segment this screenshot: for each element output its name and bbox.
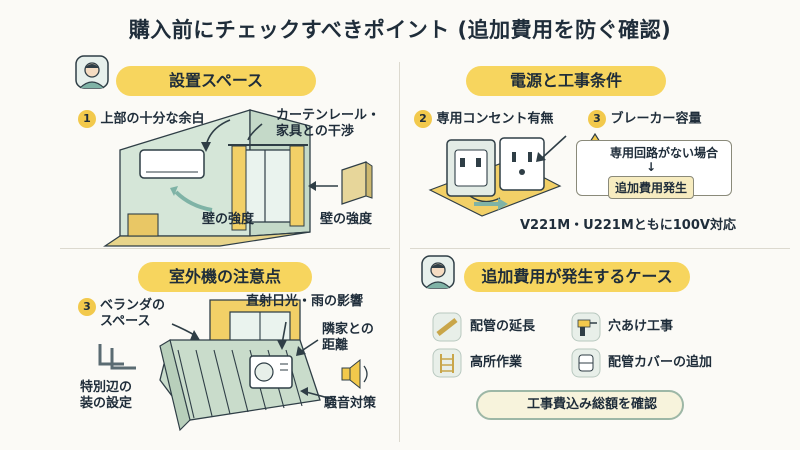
right-horizontal-divider: [410, 248, 790, 249]
extra-cost-badge: 追加費用発生: [608, 176, 695, 199]
speaker-icon: [341, 358, 368, 390]
point-number-2: 2: [414, 110, 432, 128]
page-title: 購入前にチェックすべきポイント (追加費用を防ぐ確認): [128, 18, 672, 42]
pipe-icon: [432, 312, 462, 342]
case-item-high-work: 高所作業: [470, 355, 523, 370]
point-2-label: 2 専用コンセント有無: [414, 110, 554, 128]
drill-icon: [571, 312, 601, 342]
special-setting-label: 特別辺の 装の設定: [80, 380, 133, 411]
point-3-outdoor-label: 3: [78, 298, 96, 316]
sunlight-label: 直射日光・雨の影響: [246, 294, 364, 309]
noise-label: 騒音対策: [324, 396, 377, 411]
point-number-3-outdoor: 3: [78, 298, 96, 316]
case-item-drilling: 穴あけ工事: [608, 319, 674, 334]
point-1-label: 1 上部の十分な余白: [78, 110, 205, 128]
section-heading-cases: 追加費用が発生するケース: [464, 262, 690, 292]
point-3-label: 3 ブレーカー容量: [588, 110, 702, 128]
section-heading-power: 電源と工事条件: [466, 66, 666, 96]
curtain-label: カーテンレール・ 家具との干渉: [276, 108, 381, 139]
person-avatar-right-icon: [421, 255, 455, 289]
ladder-icon: [432, 348, 462, 378]
section-heading-space: 設置スペース: [116, 66, 316, 96]
vertical-divider: [399, 62, 400, 442]
outlet-label: 専用コンセント有無: [436, 111, 554, 127]
section-heading-outdoor: 室外機の注意点: [138, 262, 312, 292]
balcony-illustration: [159, 299, 337, 432]
pipe-cover-icon: [571, 348, 601, 378]
breaker-label: ブレーカー容量: [610, 111, 702, 127]
room-illustration: [103, 109, 338, 247]
neighbor-label: 隣家との 距離: [322, 322, 374, 353]
confirm-total-cost-badge: 工事費込み総額を確認: [476, 390, 684, 420]
outlet-illustration: [428, 135, 567, 217]
warning-down-arrow: ↓: [646, 160, 657, 174]
space-margin-label: 上部の十分な余白: [100, 111, 205, 127]
wall-strength-label-1: 壁の強度: [202, 212, 255, 227]
person-avatar-icon: [75, 55, 109, 89]
no-circuit-label: 専用回路がない場合: [610, 146, 719, 160]
wall-sample-icon: [341, 161, 373, 205]
point-number-3: 3: [588, 110, 606, 128]
point-number-1: 1: [78, 110, 96, 128]
veranda-label: ベランダの スペース: [100, 298, 166, 329]
left-horizontal-divider: [60, 248, 390, 249]
bracket-icon: [98, 344, 136, 370]
wall-strength-label-2: 壁の強度: [320, 212, 373, 227]
model-note: V221M・U221Mともに100V対応: [520, 218, 736, 233]
case-item-pipe-extension: 配管の延長: [470, 319, 536, 334]
case-item-pipe-cover: 配管カバーの追加: [608, 355, 713, 370]
